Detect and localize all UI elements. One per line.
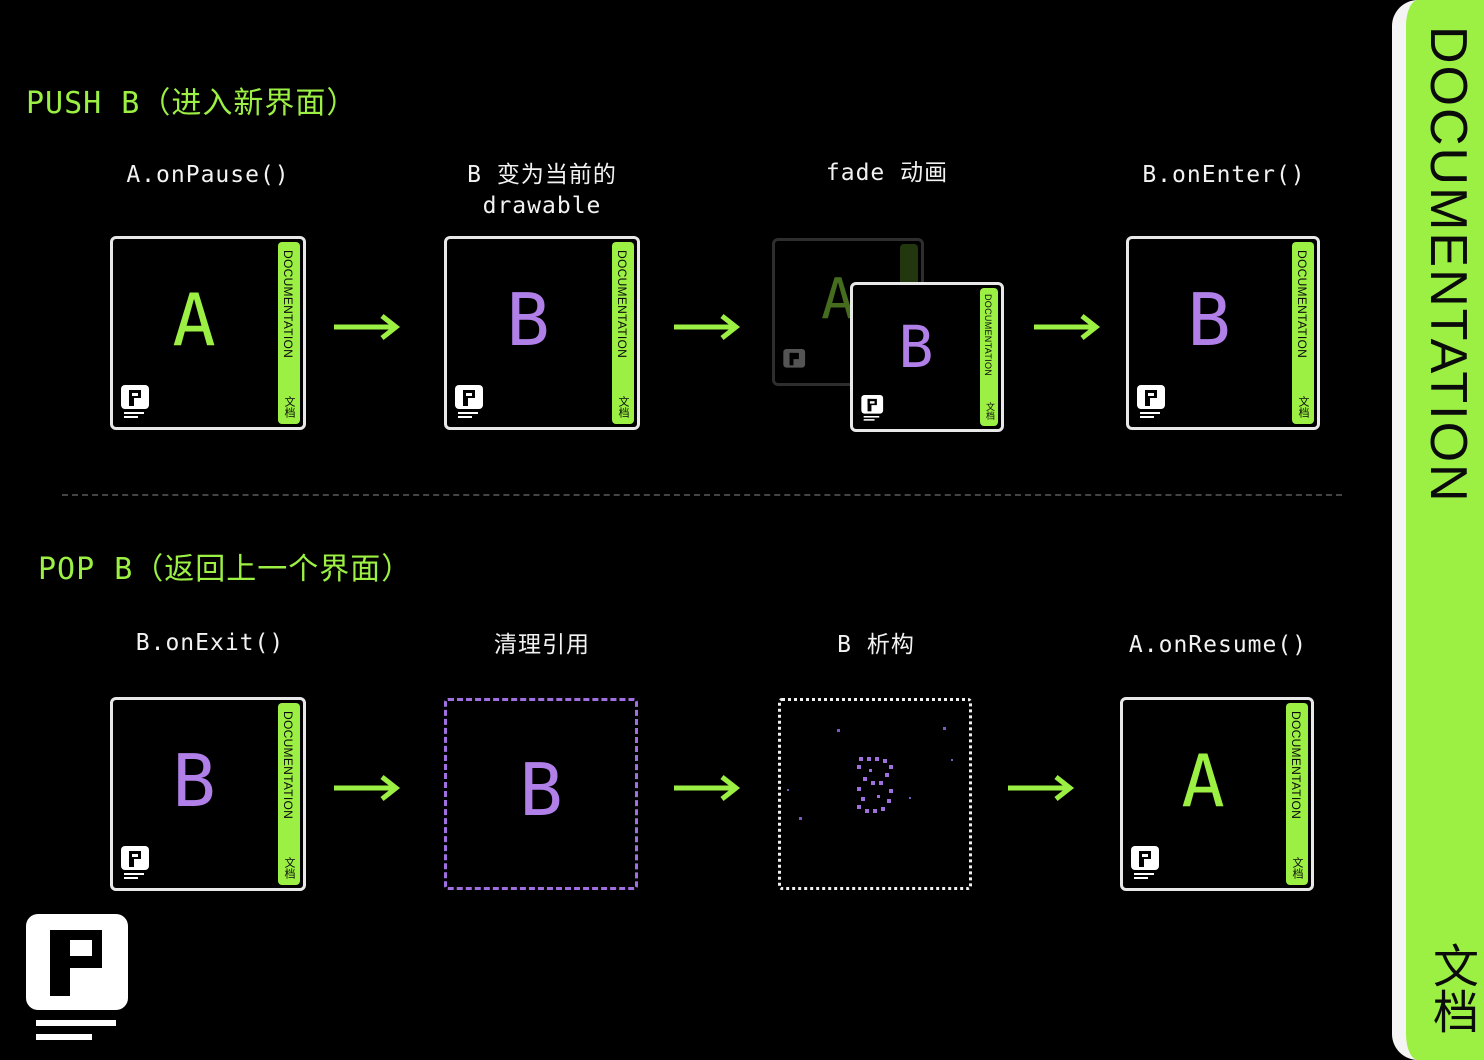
card-letter: A bbox=[172, 278, 216, 362]
step-label-push-2-text: B 变为当前的 drawable bbox=[412, 160, 672, 222]
p-logo-icon bbox=[1131, 846, 1159, 879]
push-section-title: PUSH B（进入新界面） bbox=[26, 86, 358, 121]
spine-cn: 文档 bbox=[1297, 396, 1310, 418]
step-label-push-4: B.onEnter() bbox=[1142, 162, 1306, 188]
card-letter: A bbox=[1181, 739, 1225, 823]
card-spine: DOCUMENTATION 文档 bbox=[980, 288, 998, 426]
step-label-push-1: A.onPause() bbox=[126, 162, 290, 188]
step-label-push-2: B 变为当前的 drawable bbox=[412, 160, 672, 222]
card-spine: DOCUMENTATION 文档 bbox=[1286, 703, 1308, 885]
step-label-pop-2: 清理引用 bbox=[494, 632, 590, 658]
spine-cn: 文档 bbox=[283, 857, 296, 879]
p-logo-icon bbox=[121, 846, 149, 879]
step-label-pop-3: B 析构 bbox=[837, 632, 915, 658]
arrow-right-icon bbox=[674, 775, 741, 801]
step-label-pop-1: B.onExit() bbox=[135, 630, 285, 656]
section-divider bbox=[62, 494, 1342, 496]
arrow-right-icon bbox=[334, 775, 401, 801]
screen-card-b-entering: B DOCUMENTATION 文档 bbox=[850, 282, 1004, 432]
step-label-push-3: fade 动画 bbox=[825, 160, 949, 186]
spine-cn: 文档 bbox=[617, 396, 630, 418]
step-label-line: drawable bbox=[482, 193, 602, 219]
documentation-sidebar: DOCUMENTATION 文档 bbox=[1392, 0, 1484, 1060]
step-label-line: B 变为当前的 bbox=[467, 162, 617, 188]
spine-text: DOCUMENTATION bbox=[1289, 711, 1303, 820]
sidebar-cn-label: 文档 bbox=[1426, 942, 1480, 1034]
released-reference-box: B bbox=[444, 698, 638, 890]
card-spine: DOCUMENTATION 文档 bbox=[612, 242, 634, 424]
step-label-pop-4: A.onResume() bbox=[1128, 632, 1308, 658]
screen-card-a: A DOCUMENTATION 文档 bbox=[1120, 697, 1314, 891]
card-letter: B bbox=[1187, 278, 1231, 362]
screen-card-b: B DOCUMENTATION 文档 bbox=[110, 697, 306, 891]
card-spine: DOCUMENTATION 文档 bbox=[278, 242, 300, 424]
p-logo-icon bbox=[455, 385, 483, 418]
screen-card-b: B DOCUMENTATION 文档 bbox=[444, 236, 640, 430]
p-logo-icon bbox=[1137, 385, 1165, 418]
destructed-box bbox=[778, 698, 972, 890]
sidebar-title: DOCUMENTATION bbox=[1419, 26, 1477, 504]
arrow-right-icon bbox=[1008, 775, 1075, 801]
p-logo-icon bbox=[783, 349, 806, 368]
card-spine: DOCUMENTATION 文档 bbox=[1292, 242, 1314, 424]
card-letter: B bbox=[172, 739, 216, 823]
p-logo-icon bbox=[121, 385, 149, 418]
p-logo-icon bbox=[861, 395, 884, 421]
spine-text: DOCUMENTATION bbox=[615, 250, 629, 359]
pop-section-title: POP B（返回上一个界面） bbox=[38, 552, 413, 587]
card-letter: B bbox=[898, 313, 934, 381]
p-logo-icon bbox=[26, 914, 128, 1040]
spine-cn: 文档 bbox=[1291, 857, 1304, 879]
arrow-right-icon bbox=[334, 314, 401, 340]
dissolving-letter-icon bbox=[857, 757, 893, 813]
card-letter: B bbox=[519, 748, 563, 832]
arrow-right-icon bbox=[1034, 314, 1101, 340]
screen-card-b: B DOCUMENTATION 文档 bbox=[1126, 236, 1320, 430]
spine-cn: 文档 bbox=[984, 402, 994, 420]
spine-cn: 文档 bbox=[283, 396, 296, 418]
spine-text: DOCUMENTATION bbox=[1295, 250, 1309, 359]
spine-text: DOCUMENTATION bbox=[281, 711, 295, 820]
particle-dots bbox=[787, 727, 953, 820]
screen-card-a: A DOCUMENTATION 文档 bbox=[110, 236, 306, 430]
card-letter: A bbox=[821, 267, 855, 332]
arrow-right-icon bbox=[674, 314, 741, 340]
card-letter: B bbox=[506, 278, 550, 362]
spine-text: DOCUMENTATION bbox=[983, 294, 993, 377]
spine-text: DOCUMENTATION bbox=[281, 250, 295, 359]
card-spine: DOCUMENTATION 文档 bbox=[278, 703, 300, 885]
